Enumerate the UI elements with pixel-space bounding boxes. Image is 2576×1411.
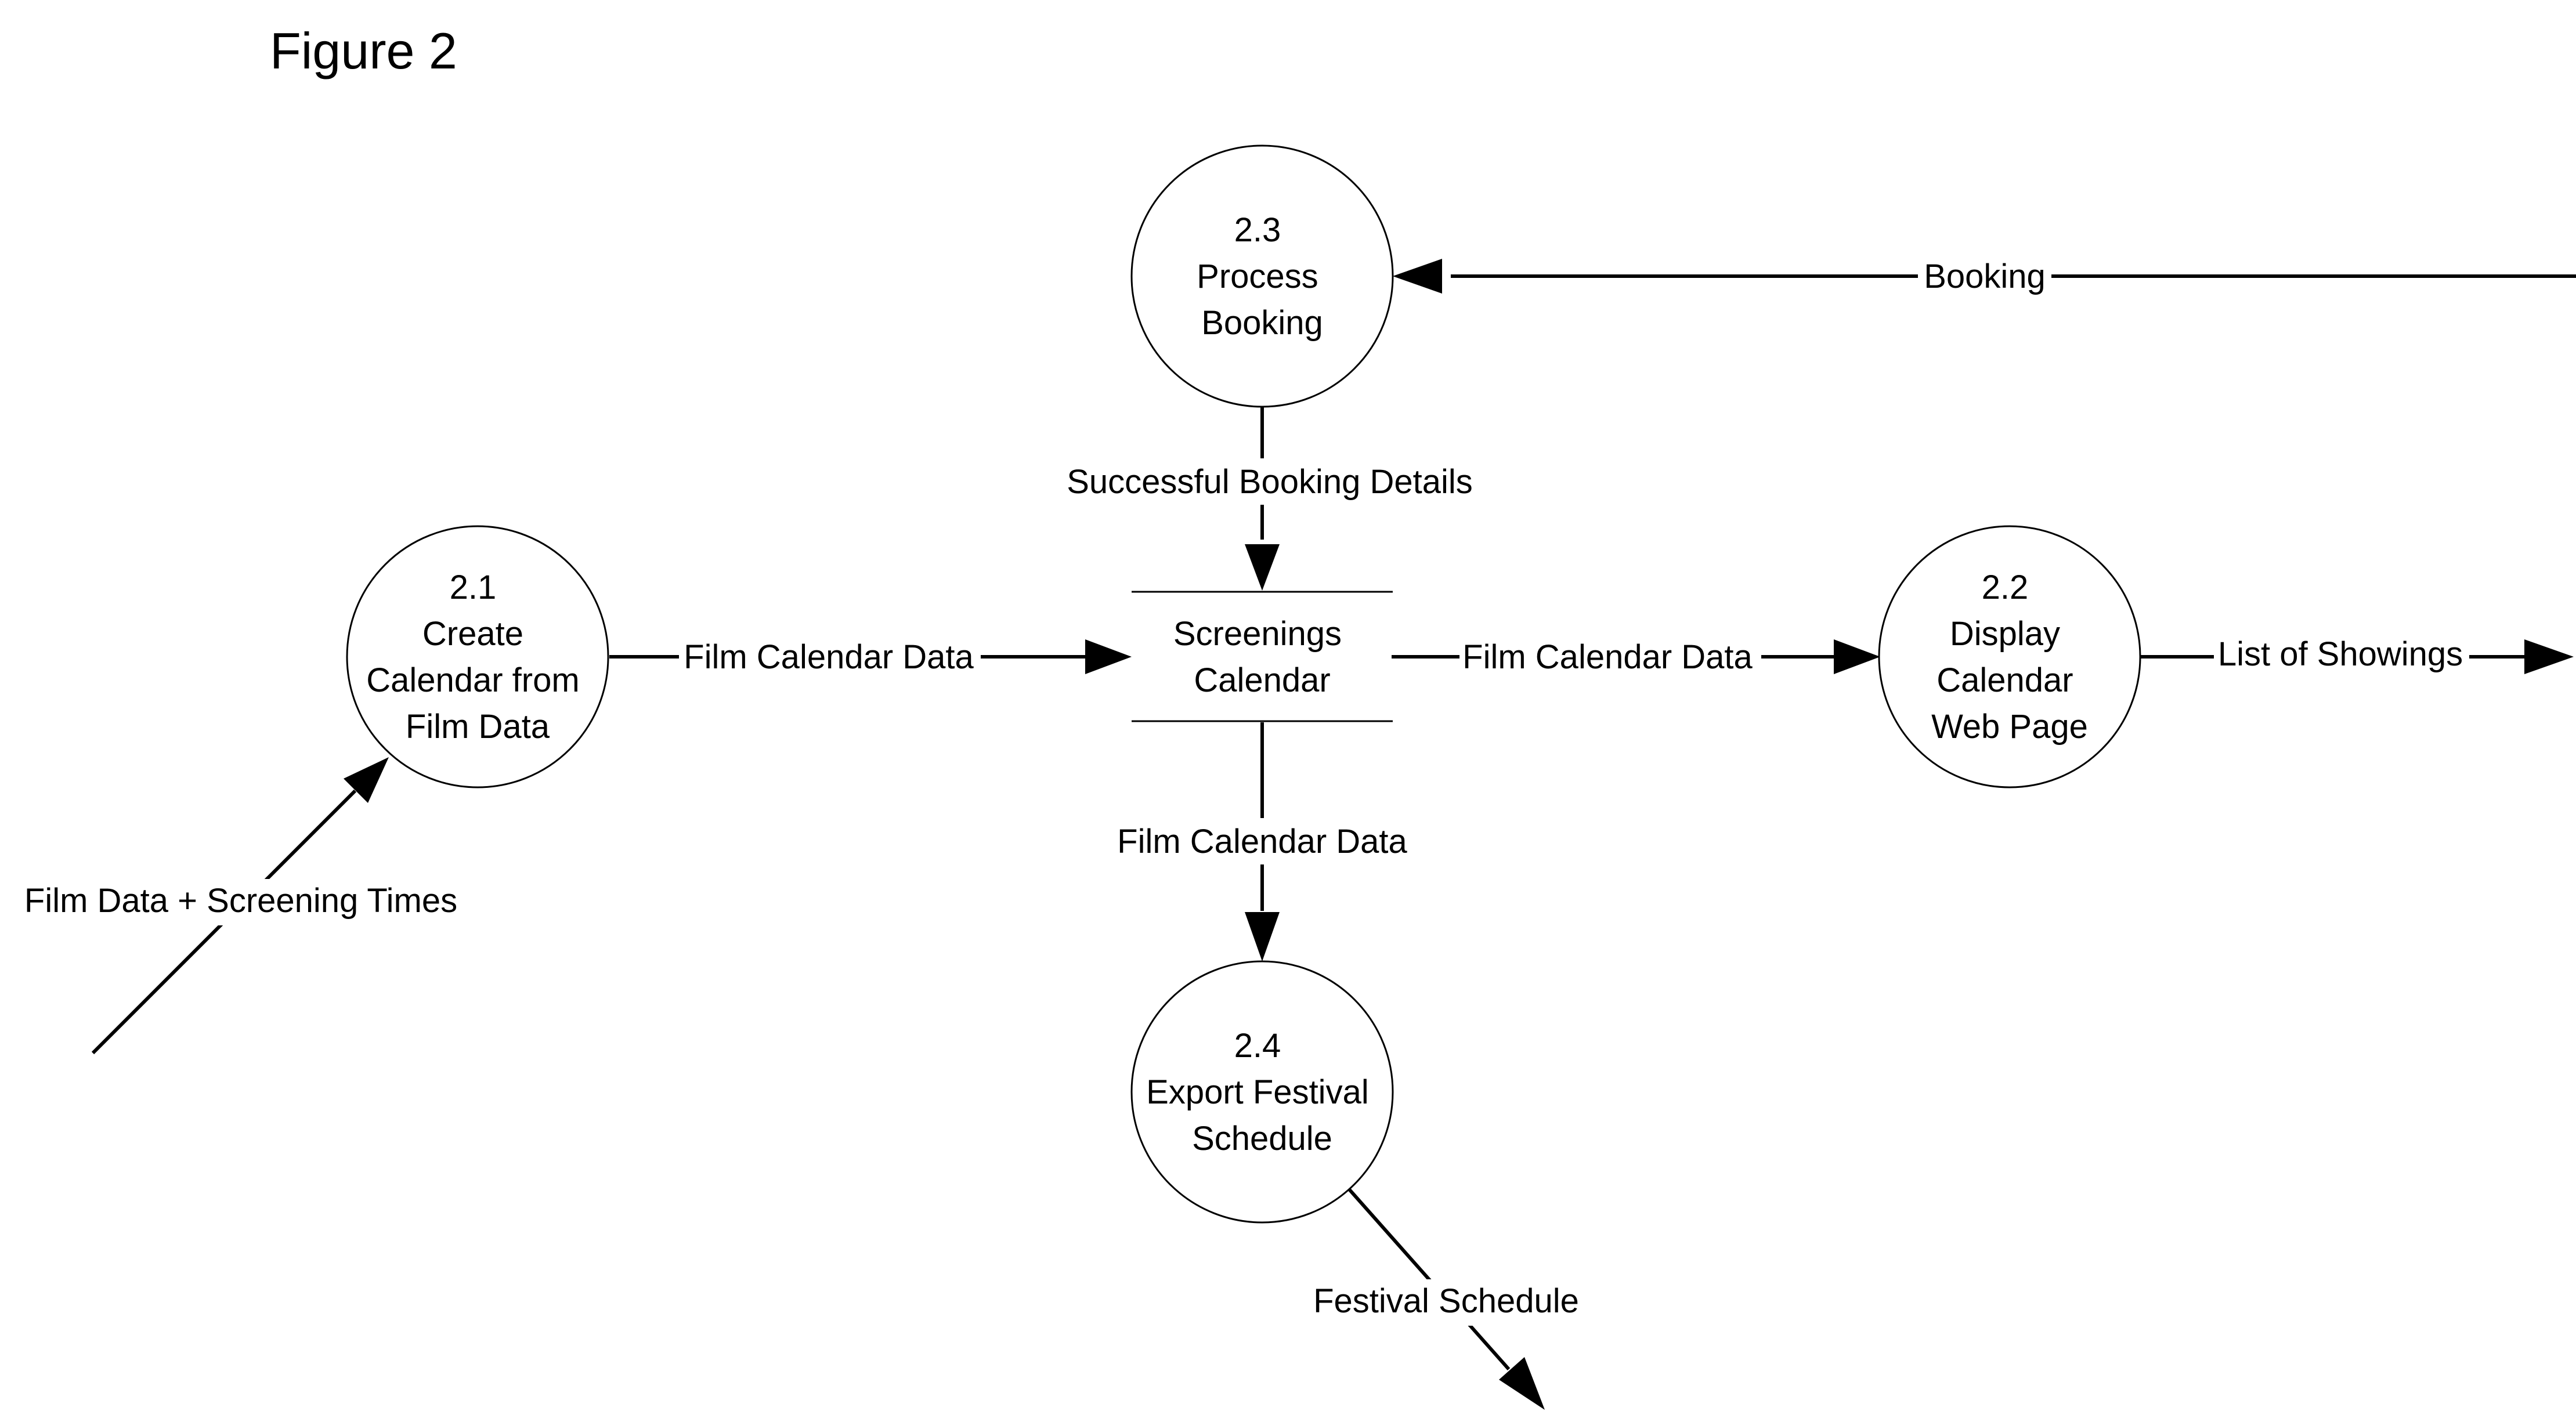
- flow-label-festival-schedule: Festival Schedule: [1313, 1282, 1579, 1320]
- arrowhead-successful-booking: [1245, 544, 1280, 591]
- process-2-4-line-1: Export Festival: [1146, 1073, 1369, 1111]
- arrowhead-list-of-showings: [2524, 639, 2574, 674]
- flow-label-film-calendar-in: Film Calendar Data: [684, 638, 974, 676]
- process-2-3-circle: [1130, 144, 1394, 408]
- flow-label-film-calendar-out: Film Calendar Data: [1462, 638, 1753, 676]
- svg-text:2.1 Create Calenda: 2.1 Create Calendar from Film Data: [366, 569, 589, 746]
- process-2-4-number: 2.4: [1234, 1027, 1281, 1065]
- flow-label-booking: Booking: [1924, 258, 2046, 295]
- process-2-2-number: 2.2: [1982, 569, 2029, 606]
- process-2-4: 2.4 Export Festival Schedule: [1130, 960, 1394, 1224]
- process-2-3: 2.3 Process Booking: [1130, 144, 1394, 408]
- process-2-3-line-1: Process: [1197, 258, 1318, 295]
- process-2-4-line-2: Schedule: [1192, 1120, 1332, 1157]
- process-2-2-circle: [1878, 525, 2141, 788]
- data-store-line-1: Screenings: [1173, 615, 1342, 653]
- arrowhead-film-calendar-in: [1085, 639, 1132, 674]
- svg-text:Screenings Calendar: Screenings Calendar: [1173, 615, 1351, 699]
- data-store-line-2: Calendar: [1194, 661, 1330, 699]
- process-2-1: 2.1 Create Calendar from Film Data: [346, 525, 609, 788]
- flow-label-film-calendar-down: Film Calendar Data: [1117, 823, 1407, 860]
- process-2-1-line-1: Create: [422, 615, 523, 653]
- figure-title: Figure 2: [270, 22, 457, 79]
- arrowhead-booking: [1393, 259, 1442, 294]
- arrowhead-film-data: [344, 757, 389, 803]
- process-2-2-line-1: Display: [1950, 615, 2060, 653]
- process-2-2-line-3: Web Page: [1931, 708, 2088, 746]
- svg-text:2.3 Process Bookin: 2.3 Process Booking: [1197, 211, 1328, 342]
- process-2-3-line-2: Booking: [1201, 304, 1323, 342]
- svg-text:2.4 Export Festival: 2.4 Export Festival Schedule: [1146, 1027, 1378, 1157]
- arrowhead-film-calendar-down: [1245, 912, 1280, 961]
- process-2-4-circle: [1130, 960, 1394, 1224]
- process-2-2: 2.2 Display Calendar Web Page: [1878, 525, 2141, 788]
- arrowhead-film-calendar-out: [1834, 639, 1880, 674]
- flow-label-successful-booking: Successful Booking Details: [1067, 463, 1473, 501]
- process-2-1-line-2: Calendar from: [366, 661, 579, 699]
- process-2-3-number: 2.3: [1234, 211, 1281, 249]
- process-2-1-circle: [346, 525, 609, 788]
- flow-label-film-data: Film Data + Screening Times: [24, 882, 457, 920]
- process-2-1-number: 2.1: [450, 569, 497, 606]
- svg-text:2.2 Display Calend: 2.2 Display Calendar Web Page: [1931, 569, 2088, 746]
- process-2-2-line-2: Calendar: [1936, 661, 2073, 699]
- data-store-screenings-calendar: Screenings Calendar: [1132, 591, 1393, 722]
- arrowhead-festival-schedule: [1499, 1357, 1545, 1410]
- process-2-1-line-3: Film Data: [406, 708, 550, 746]
- flow-label-list-of-showings: List of Showings: [2218, 635, 2463, 673]
